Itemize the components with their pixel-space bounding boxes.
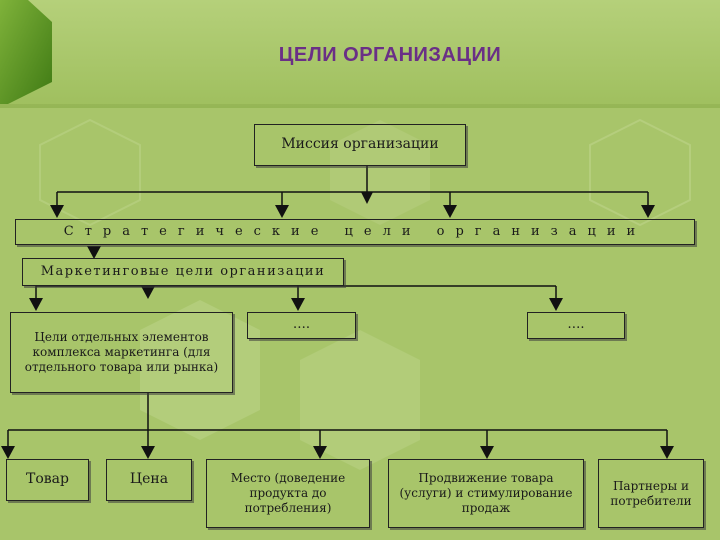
place-label: Место (доведение продукта до потребления… <box>230 471 346 515</box>
price-label: Цена <box>129 471 169 488</box>
price-box: Цена <box>106 459 192 501</box>
marketing-goals-label: Маркетинговые цели организации <box>40 263 326 279</box>
promotion-box: Продвижение товара (услуги) и стимулиров… <box>388 459 584 528</box>
ellipsis-box-1: …. <box>247 312 356 339</box>
ellipsis-label-1: …. <box>292 317 311 333</box>
promotion-label: Продвижение товара (услуги) и стимулиров… <box>399 471 573 515</box>
partners-box: Партнеры и потребители <box>598 459 704 528</box>
strategic-goals-box: Стратегические цели организации <box>15 219 695 245</box>
ellipsis-label-2: …. <box>567 317 585 333</box>
marketing-mix-elements-label: Цели отдельных элементов комплекса марке… <box>24 330 219 374</box>
mission-box: Миссия организации <box>254 124 466 166</box>
marketing-goals-box: Маркетинговые цели организации <box>22 258 344 286</box>
page-title: ЦЕЛИ ОРГАНИЗАЦИИ <box>278 44 502 66</box>
ellipsis-box-2: …. <box>527 312 625 339</box>
place-box: Место (доведение продукта до потребления… <box>206 459 370 528</box>
product-box: Товар <box>6 459 89 501</box>
mission-label: Миссия организации <box>281 136 439 153</box>
strategic-goals-label: Стратегические цели организации <box>63 223 647 239</box>
partners-label: Партнеры и потребители <box>610 478 692 508</box>
marketing-mix-elements-box: Цели отдельных элементов комплекса марке… <box>10 312 233 393</box>
product-label: Товар <box>26 471 69 488</box>
